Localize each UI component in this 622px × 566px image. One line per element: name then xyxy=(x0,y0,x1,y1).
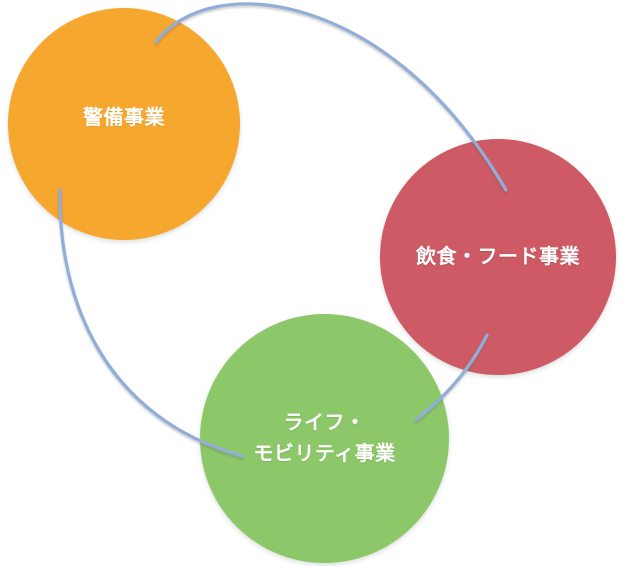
life-mobility-business-label: ライフ・ モビリティ事業 xyxy=(253,408,395,470)
life-mobility-label-line2: モビリティ事業 xyxy=(253,442,396,465)
life-mobility-business-circle: ライフ・ モビリティ事業 xyxy=(200,314,449,563)
security-business-circle: 警備事業 xyxy=(8,8,240,240)
life-mobility-label-line1: ライフ・ xyxy=(283,411,366,434)
food-business-label: 飲食・フード事業 xyxy=(416,245,580,268)
security-business-label: 警備事業 xyxy=(83,106,165,129)
food-business-circle: 飲食・フード事業 xyxy=(380,139,616,375)
